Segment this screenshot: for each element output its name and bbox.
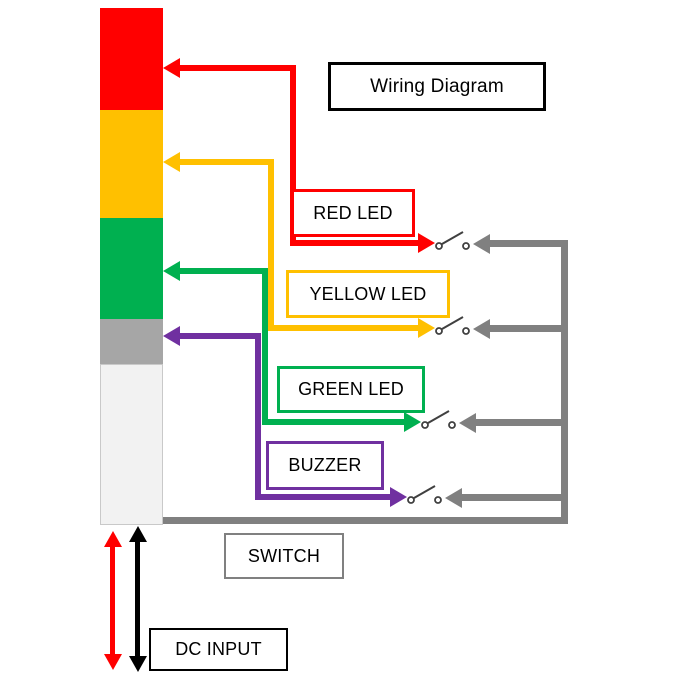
buzzer-label: BUZZER [288,455,362,475]
yellow-wire-segment [179,159,274,165]
gray-wire-arrow-icon [473,319,490,339]
dc-red-arrow-icon [104,531,122,547]
yellow-wire-segment [268,325,418,331]
dc-red-arrow-icon [104,654,122,670]
gray-wire-segment [163,517,568,524]
yellow-wire-arrow-icon [163,152,180,172]
yellow-led-label-box: YELLOW LED [286,270,450,318]
switch-label: SWITCH [247,545,321,566]
switch-label-box: SWITCH [224,533,344,579]
tower-green-segment [100,218,163,319]
dc-input-label-box: DC INPUT [149,628,288,671]
red-wire-arrow-icon [163,58,180,78]
green-led-label-box: GREEN LED [277,366,425,413]
yellow-wire-arrow-icon [418,318,435,338]
tower-red-segment [100,8,163,110]
red-wire-arrow-icon [418,233,435,253]
red-wire-segment [290,65,296,246]
diagram-title: Wiring Diagram [370,75,504,97]
dc-black-wire-segment [135,541,140,658]
yellow-wire-segment [268,159,274,331]
green-wire-segment [262,268,268,425]
tower-body-segment [100,364,163,525]
purple-wire-segment [179,333,261,339]
diagram-title-box: Wiring Diagram [328,62,546,111]
tower-gray-segment [100,319,163,364]
purple-wire-segment [255,333,261,500]
red-led-label-box: RED LED [291,189,415,237]
gray-wire-segment [490,325,568,332]
gray-wire-segment [561,240,568,524]
switch-icon [421,410,456,429]
red-led-label: RED LED [313,202,393,223]
dc-red-wire-segment [110,546,115,656]
gray-wire-arrow-icon [445,488,462,508]
purple-wire-arrow-icon [163,326,180,346]
dc-input-label: DC INPUT [175,639,262,659]
gray-wire-segment [462,494,568,501]
tower-yellow-segment [100,110,163,218]
switch-icon [435,231,470,250]
red-wire-segment [290,240,418,246]
switch-icon [407,485,442,504]
purple-wire-segment [255,494,390,500]
buzzer-label-box: BUZZER [266,441,384,490]
yellow-led-label: YELLOW LED [309,283,427,304]
green-wire-arrow-icon [404,412,421,432]
dc-black-arrow-icon [129,526,147,542]
green-wire-segment [179,268,268,274]
dc-black-arrow-icon [129,656,147,672]
red-wire-segment [179,65,296,71]
gray-wire-segment [490,240,568,247]
green-wire-segment [262,419,404,425]
green-wire-arrow-icon [163,261,180,281]
green-led-label: GREEN LED [298,379,404,399]
purple-wire-arrow-icon [390,487,407,507]
gray-wire-segment [476,419,568,426]
switch-icon [435,316,470,335]
gray-wire-arrow-icon [459,413,476,433]
gray-wire-arrow-icon [473,234,490,254]
